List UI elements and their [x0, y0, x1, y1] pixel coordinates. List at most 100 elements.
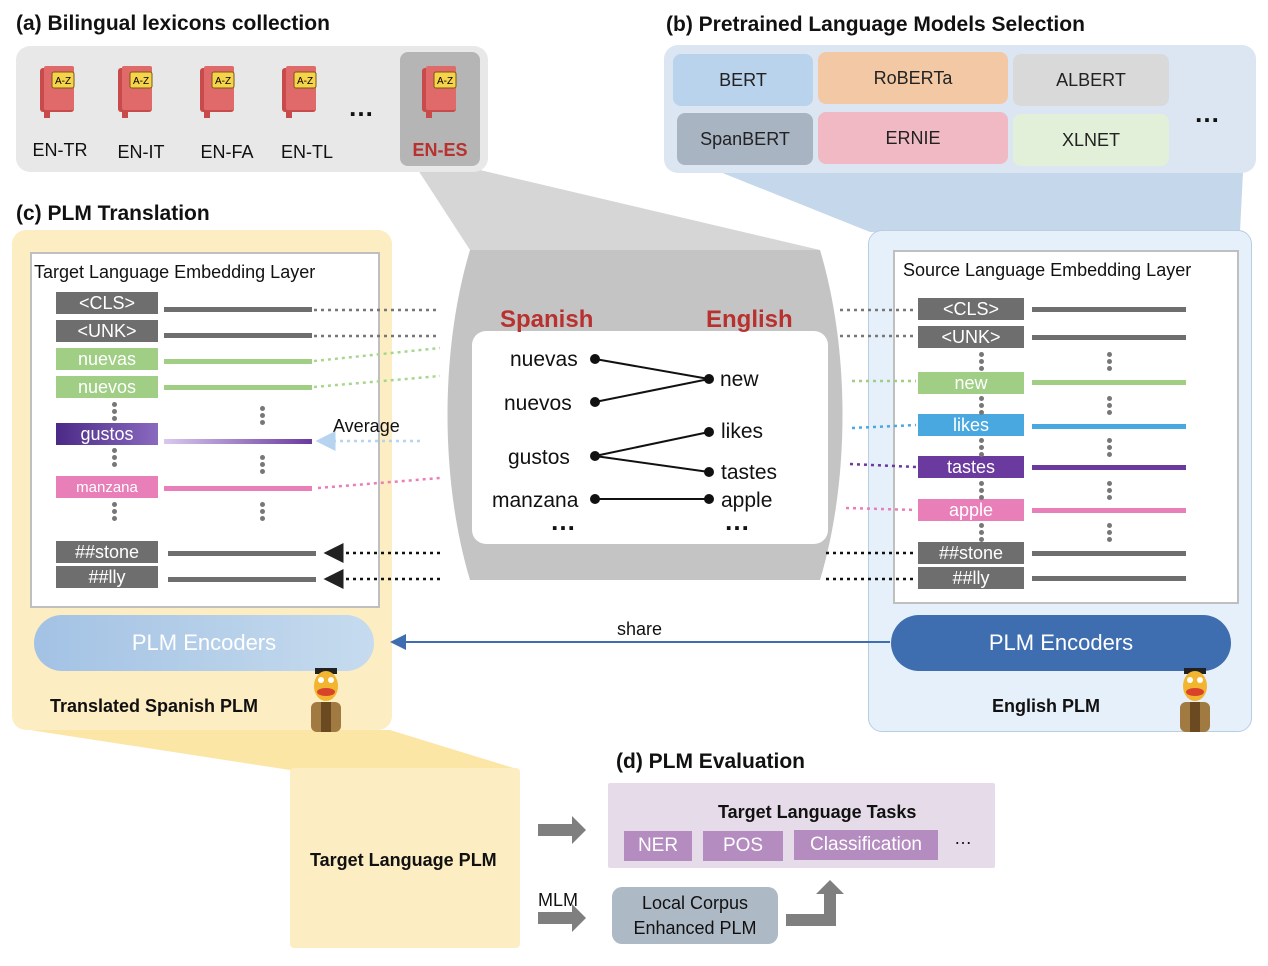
task-pos[interactable]: POS [703, 831, 783, 861]
source-token-dots [979, 352, 985, 373]
source-token-cls: <CLS> [918, 298, 1024, 320]
target-vector-nuevos [164, 385, 312, 390]
target-vector-cls [164, 307, 312, 312]
local-corpus-line1: Local Corpus [641, 893, 749, 913]
lexicon-en-es-selected[interactable]: EN-ES [412, 140, 468, 160]
target-token-dots [112, 448, 118, 469]
dict-word-nuevas: nuevas [510, 348, 578, 371]
source-vector-tastes [1032, 465, 1186, 470]
dict-word-gustos: gustos [508, 446, 570, 469]
dict-word-likes: likes [721, 420, 764, 443]
source-vector-likes [1032, 424, 1186, 429]
section-c-title: (c) PLM Translation [16, 202, 210, 225]
bert-character-icon [1180, 668, 1210, 732]
target-vector-stone [168, 551, 316, 556]
source-vector-apple [1032, 508, 1186, 513]
source-vector-new [1032, 380, 1186, 385]
dictionary-header-spanish: Spanish [500, 306, 594, 333]
target-token-dots [112, 402, 118, 423]
dictionary-book-icon[interactable]: A-Z [38, 64, 78, 118]
plm-ellipsis: … [1194, 98, 1220, 128]
target-vector-lly [168, 577, 316, 582]
section-a-title: (a) Bilingual lexicons collection [16, 12, 330, 35]
section-b-title: (b) Pretrained Language Models Selection [666, 13, 1085, 36]
plm-funnel [720, 172, 1243, 232]
svg-text:A-Z: A-Z [215, 76, 231, 87]
tasks-title: Target Language Tasks [718, 802, 917, 822]
lexicon-en-fa[interactable]: EN-FA [200, 142, 254, 162]
source-token-dots [979, 438, 985, 459]
source-token-dots [979, 481, 985, 502]
source-plm-encoders[interactable]: PLM Encoders [891, 615, 1231, 671]
target-vector-unk [164, 333, 312, 338]
target-vector-manzana [164, 486, 312, 491]
source-dotted-links [826, 308, 917, 581]
target-token-unk: <UNK> [56, 320, 158, 342]
source-vector-dots [1107, 481, 1113, 502]
target-token-manzana: manzana [56, 476, 158, 498]
svg-text:A-Z: A-Z [297, 76, 313, 87]
target-language-plm-label: Target Language PLM [310, 850, 497, 870]
target-vector-nuevas [164, 359, 312, 364]
target-token-dots [112, 502, 118, 523]
source-token-stone: ##stone [918, 542, 1024, 564]
source-token-tastes: tastes [918, 456, 1024, 478]
plm-xlnet[interactable]: XLNET [1013, 114, 1169, 166]
eval-arrows [538, 816, 844, 932]
target-token-stone: ##stone [56, 541, 158, 563]
target-token-nuevas: nuevas [56, 348, 158, 370]
eval-funnel [30, 730, 520, 770]
local-corpus-line2: Enhanced PLM [633, 918, 757, 938]
dict-word-tastes: tastes [721, 461, 778, 484]
dictionary-book-icon[interactable]: A-Z [420, 64, 460, 118]
lexicon-en-tl[interactable]: EN-TL [280, 142, 333, 162]
task-ner[interactable]: NER [624, 831, 692, 861]
bert-character-icon [311, 668, 341, 732]
dict-word-new: new [720, 368, 759, 391]
target-plm-footer: Translated Spanish PLM [50, 696, 259, 716]
dictionary-book-icon[interactable]: A-Z [198, 64, 238, 118]
dict-ellipsis-left: … [550, 506, 576, 536]
source-vector-lly [1032, 576, 1186, 581]
target-vector-gustos [164, 439, 312, 444]
source-token-new: new [918, 372, 1024, 394]
target-vector-dots [260, 455, 266, 476]
source-vector-stone [1032, 551, 1186, 556]
dictionary-header-english: English [706, 306, 793, 333]
source-vector-cls [1032, 307, 1186, 312]
svg-text:A-Z: A-Z [133, 76, 149, 87]
source-token-unk: <UNK> [918, 326, 1024, 348]
plm-bert[interactable]: BERT [673, 54, 813, 106]
share-label: share [617, 619, 663, 639]
task-classification[interactable]: Classification [794, 830, 938, 860]
plm-ernie[interactable]: ERNIE [818, 112, 1008, 164]
source-token-dots [979, 396, 985, 417]
source-vector-dots [1107, 438, 1113, 459]
source-token-likes: likes [918, 414, 1024, 436]
section-d-title: (d) PLM Evaluation [616, 750, 805, 773]
dictionary-book-icon[interactable]: A-Z [116, 64, 156, 118]
plm-roberta[interactable]: RoBERTa [818, 52, 1008, 104]
plm-albert[interactable]: ALBERT [1013, 54, 1169, 106]
source-vector-unk [1032, 335, 1186, 340]
target-token-lly: ##lly [56, 566, 158, 588]
dict-word-nuevos: nuevos [504, 392, 572, 415]
mlm-label: MLM [538, 890, 578, 910]
local-corpus-box [612, 887, 778, 944]
target-token-cls: <CLS> [56, 292, 158, 314]
lexicon-en-tr[interactable]: EN-TR [32, 140, 88, 160]
dictionary-book-icon[interactable]: A-Z [280, 64, 320, 118]
target-vector-dots [260, 406, 266, 427]
source-token-apple: apple [918, 499, 1024, 521]
target-plm-encoders[interactable]: PLM Encoders [34, 615, 374, 671]
target-language-plm-box [290, 768, 520, 948]
lexicon-en-it[interactable]: EN-IT [117, 142, 165, 162]
source-plm-footer: English PLM [992, 696, 1100, 716]
dict-ellipsis-right: … [724, 506, 750, 536]
plm-spanbert[interactable]: SpanBERT [677, 113, 813, 165]
source-token-lly: ##lly [918, 567, 1024, 589]
source-vector-dots [1107, 396, 1113, 417]
dict-word-manzana: manzana [492, 489, 579, 512]
target-token-nuevos: nuevos [56, 376, 158, 398]
